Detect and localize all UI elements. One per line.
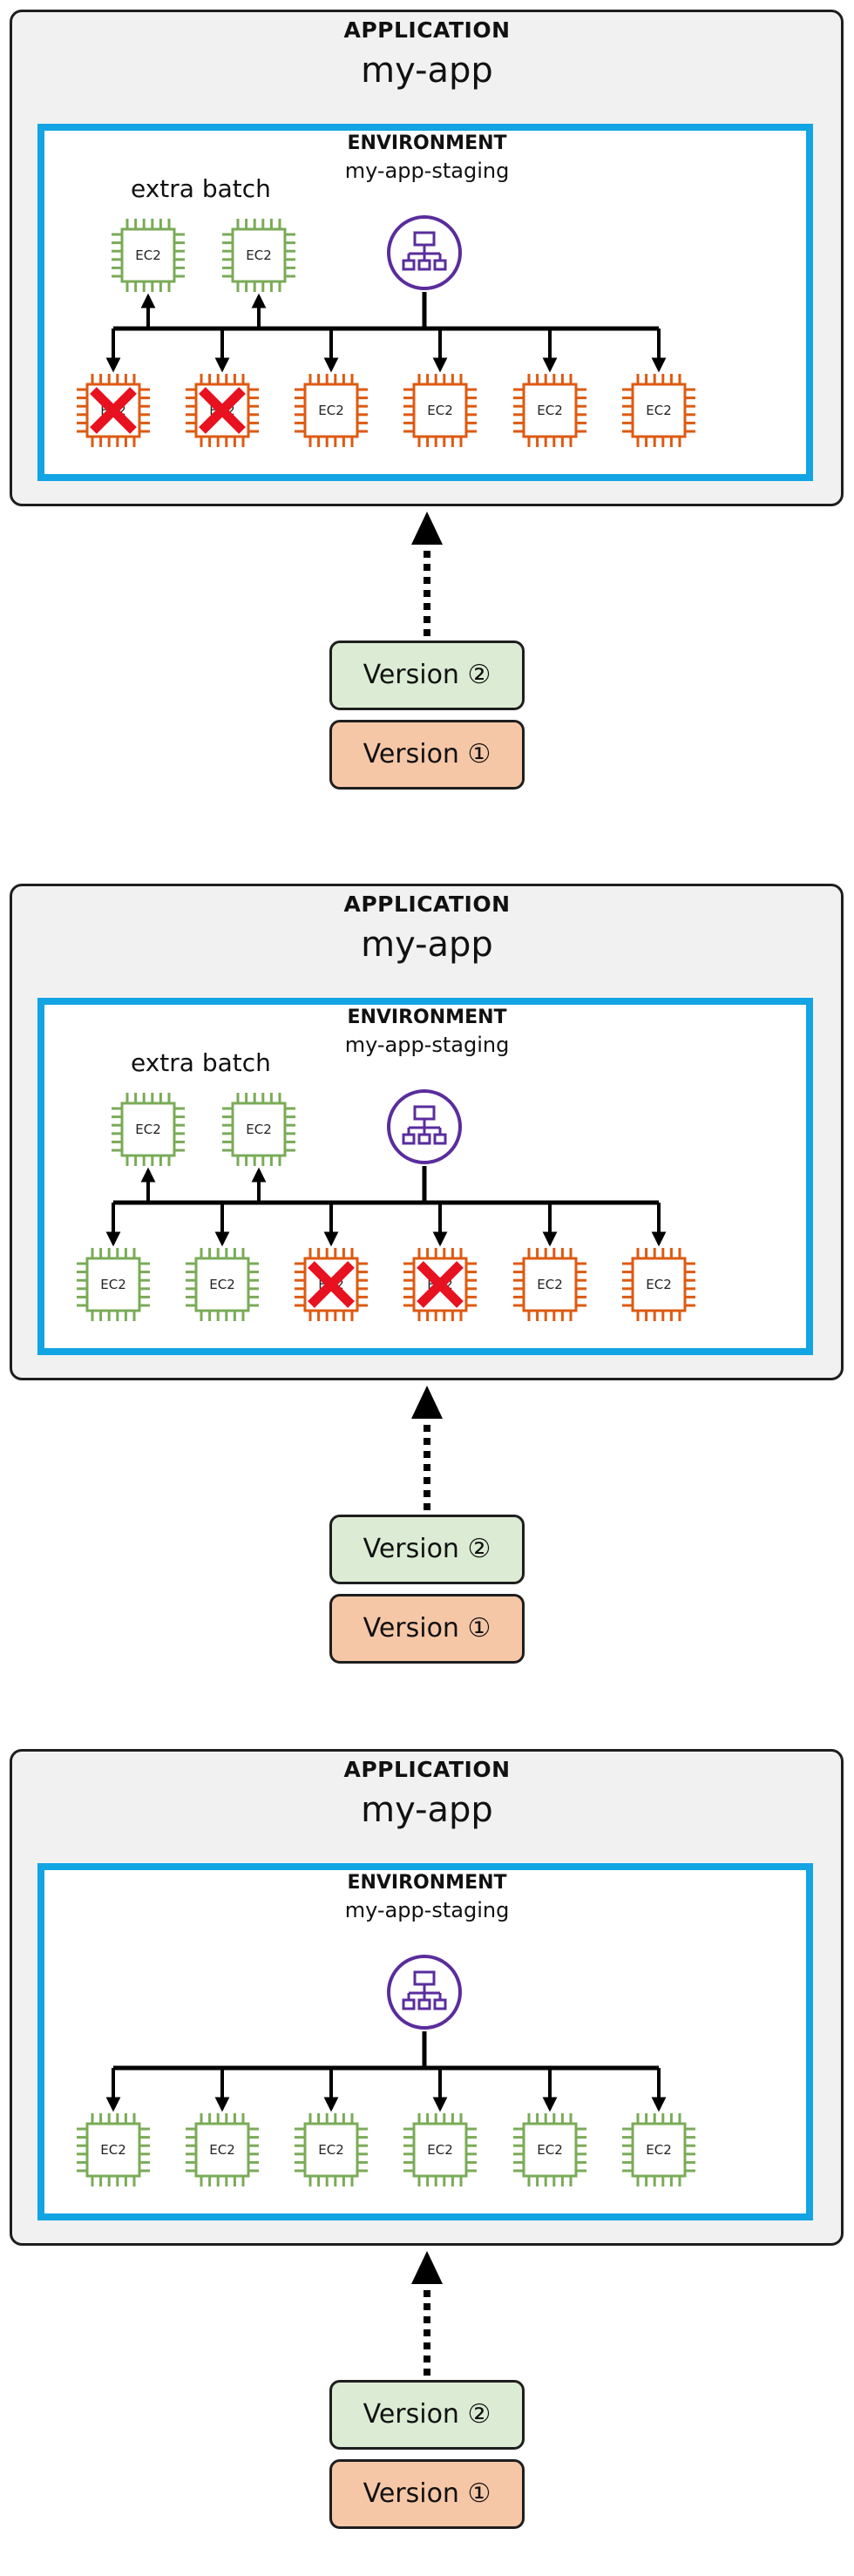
version-2-box: Version ② [329, 1515, 525, 1584]
ec2-label: EC2 [537, 2142, 563, 2158]
version-2-box: Version ② [329, 2380, 525, 2450]
ec2-label: EC2 [318, 2142, 344, 2158]
extra-batch-label: extra batch [131, 174, 271, 203]
load-balancer-icon [385, 214, 464, 292]
load-balancer-icon [385, 1088, 464, 1166]
application-label: APPLICATION [343, 1757, 511, 1782]
environment-label: ENVIRONMENT [347, 1872, 507, 1894]
red-x-icon [417, 1261, 464, 1308]
terminated-ec2-instance: EC2 [183, 371, 261, 450]
ec2-label: EC2 [427, 403, 453, 418]
ec2-chip-icon: EC2 [220, 1090, 298, 1169]
version-1-box: Version ① [329, 720, 525, 790]
ec2-label: EC2 [318, 403, 344, 418]
terminated-ec2-instance: EC2 [292, 1245, 370, 1324]
application-name: my-app [361, 925, 493, 965]
environment-label: ENVIRONMENT [347, 1007, 507, 1028]
application-name: my-app [361, 51, 493, 91]
ec2-chip-icon: EC2 [183, 2111, 261, 2189]
ec2-chip-icon: EC2 [620, 371, 698, 450]
ec2-chip-icon: EC2 [74, 1245, 152, 1324]
application-label: APPLICATION [343, 17, 511, 43]
extra-batch-label: extra batch [131, 1048, 271, 1077]
application-label: APPLICATION [343, 891, 511, 917]
ec2-label: EC2 [100, 1277, 126, 1292]
ec2-chip-icon: EC2 [220, 216, 298, 295]
version-2-box: Version ② [329, 641, 525, 710]
ec2-chip-icon: EC2 [109, 216, 187, 295]
environment-label: ENVIRONMENT [347, 132, 507, 154]
ec2-label: EC2 [246, 247, 272, 263]
ec2-chip-icon: EC2 [401, 2111, 479, 2189]
ec2-label: EC2 [209, 1277, 235, 1292]
ec2-label: EC2 [537, 1277, 563, 1292]
ec2-label: EC2 [646, 1277, 672, 1292]
ec2-chip-icon: EC2 [511, 2111, 589, 2189]
ec2-label: EC2 [135, 247, 161, 263]
ec2-chip-icon: EC2 [511, 1245, 589, 1324]
ec2-label: EC2 [209, 2142, 235, 2158]
ec2-label: EC2 [646, 403, 672, 418]
ec2-label: EC2 [100, 2142, 126, 2158]
ec2-chip-icon: EC2 [511, 371, 589, 450]
ec2-chip-icon: EC2 [292, 371, 370, 450]
ec2-chip-icon: EC2 [183, 1245, 261, 1324]
environment-name: my-app-staging [344, 1898, 510, 1922]
ec2-label: EC2 [427, 2142, 453, 2158]
version-1-box: Version ① [329, 2459, 525, 2529]
ec2-chip-icon: EC2 [109, 1090, 187, 1169]
load-balancer-icon [385, 1953, 464, 2031]
terminated-ec2-instance: EC2 [401, 1245, 479, 1324]
ec2-chip-icon: EC2 [74, 2111, 152, 2189]
ec2-chip-icon: EC2 [292, 2111, 370, 2189]
ec2-label: EC2 [537, 403, 563, 418]
version-1-box: Version ① [329, 1594, 525, 1664]
ec2-chip-icon: EC2 [620, 2111, 698, 2189]
ec2-label: EC2 [246, 1122, 272, 1137]
red-x-icon [90, 387, 137, 434]
ec2-chip-icon: EC2 [401, 371, 479, 450]
ec2-label: EC2 [135, 1122, 161, 1137]
red-x-icon [199, 387, 246, 434]
ec2-label: EC2 [646, 2142, 672, 2158]
red-x-icon [308, 1261, 355, 1308]
environment-name: my-app-staging [344, 1033, 510, 1057]
application-name: my-app [361, 1790, 493, 1830]
terminated-ec2-instance: EC2 [74, 371, 152, 450]
ec2-chip-icon: EC2 [620, 1245, 698, 1324]
environment-name: my-app-staging [344, 159, 510, 183]
